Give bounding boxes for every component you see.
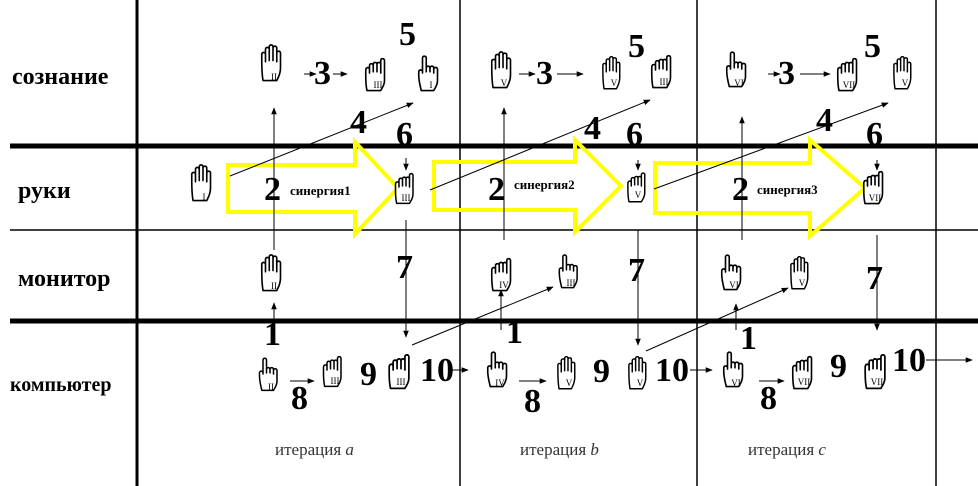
pointing-hand-icon	[417, 55, 439, 92]
yellow-block-arrow-icon	[432, 135, 624, 237]
hand-icon	[790, 255, 809, 290]
hand-icon	[628, 355, 647, 390]
connector-arrows	[229, 71, 973, 384]
hand-icon	[862, 170, 884, 205]
hand-icon	[836, 57, 858, 92]
hand-icon	[388, 354, 410, 390]
hand-icon	[791, 355, 813, 390]
hand-icon	[602, 55, 621, 90]
hand-icon	[394, 172, 414, 205]
synergy-arrows	[226, 135, 869, 241]
pointing-hand-icon	[258, 357, 278, 392]
hand-icon	[364, 57, 386, 92]
hand-icon	[190, 164, 212, 202]
hand-icon	[260, 254, 282, 292]
pointing-hand-icon	[725, 51, 747, 88]
pointing-hand-icon	[558, 254, 578, 289]
hand-icon	[864, 353, 886, 390]
hand-icons	[190, 44, 912, 392]
pointing-hand-icon	[486, 351, 508, 388]
pointing-hand-icon	[720, 254, 742, 291]
hand-icon	[893, 55, 912, 90]
yellow-block-arrow-icon	[653, 135, 869, 241]
yellow-block-arrow-icon	[226, 136, 401, 240]
hand-icon	[490, 51, 512, 89]
hand-icon	[490, 257, 512, 292]
hand-icon	[557, 355, 576, 390]
hand-icon	[260, 44, 282, 82]
hand-icon	[322, 355, 342, 388]
hand-icon	[650, 54, 672, 89]
pointing-hand-icon	[722, 351, 744, 388]
hand-icon	[627, 172, 646, 203]
